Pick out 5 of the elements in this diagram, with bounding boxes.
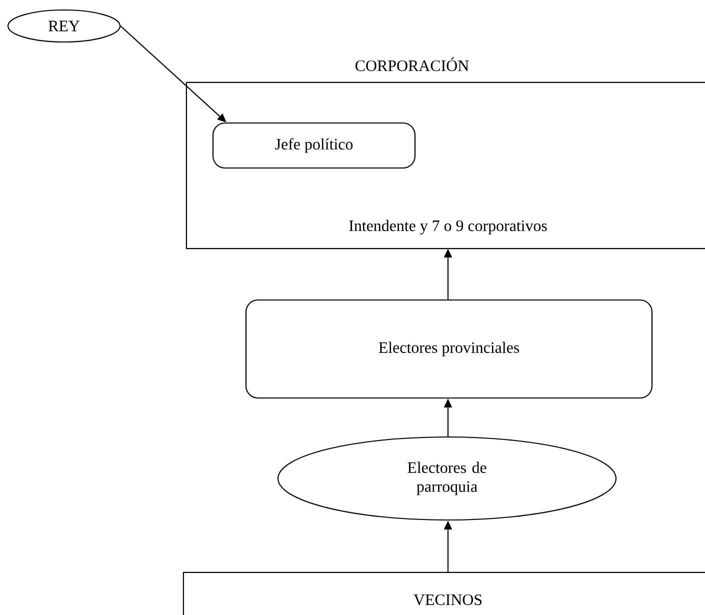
ellipse-node: Electores de parroquia: [277, 436, 617, 521]
rounded-box: Electores provinciales: [245, 299, 653, 399]
rounded-box: Jefe político: [212, 122, 416, 169]
group-box: VECINOS: [182, 572, 705, 615]
ellipse-node: REY: [7, 9, 121, 43]
